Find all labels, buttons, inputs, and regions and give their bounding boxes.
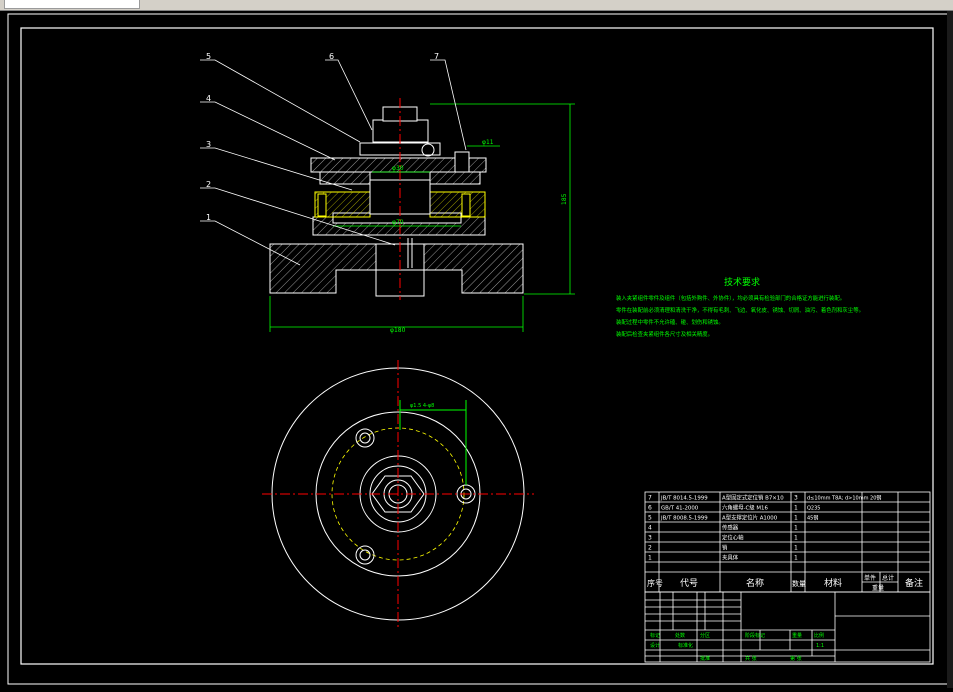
balloon-3: 3: [206, 140, 211, 149]
title-bar: [0, 0, 953, 11]
tech-req-line-4: 装配后检查夹紧组件各尺寸及相关精度。: [616, 330, 713, 338]
tb-count: 处数: [675, 632, 685, 639]
balloon-1: 1: [206, 213, 211, 222]
balloon-6: 6: [329, 52, 334, 61]
tb-weight: 重量: [792, 632, 802, 639]
bom-cell-seq: 3: [648, 535, 652, 542]
bom-cell-seq: 7: [648, 495, 652, 502]
tb-approve: 批准: [700, 655, 710, 662]
tech-req-title: 技术要求: [724, 276, 760, 288]
hdr-seq: 序号: [647, 578, 663, 588]
bom-cell-seq: 2: [648, 545, 652, 552]
drawing-canvas[interactable]: 185 φ180 φ11 φ30 φ70 5 4 3 2 1 6 7: [0, 11, 953, 688]
bom-rows: 7 JB/T 8014.5-1999 A型固定式定位销 B7×10 3 d≤10mm T…: [648, 494, 881, 562]
bom-cell-name: 六角螺母-C级 M16: [722, 504, 768, 512]
hdr-name: 名称: [746, 577, 764, 589]
balloon-2: 2: [206, 180, 211, 189]
dim-base-dia: φ180: [390, 327, 406, 334]
bom-cell-mat: 45钢: [807, 515, 818, 522]
balloon-4: 4: [206, 94, 211, 103]
tb-design: 设计: [650, 642, 660, 649]
bom-cell-qty: 1: [794, 545, 798, 552]
dim-pin: φ11: [482, 139, 494, 146]
bom-cell-seq: 5: [648, 515, 652, 522]
hdr-total: 总计: [882, 574, 894, 582]
bom-cell-seq: 1: [648, 555, 652, 562]
tb-zone: 分区: [700, 632, 710, 639]
hdr-code: 代号: [680, 578, 698, 589]
bom-cell-code: JB/T 8008.5-1999: [660, 516, 708, 522]
tech-req-line-2: 零件在装配前必须清理和清洗干净，不得有毛刺、飞边、氧化皮、锈蚀、切屑、油污、着色…: [616, 306, 864, 314]
technical-requirements: 技术要求 装入夹紧组件零件及组件（包括外购件、外协件），均必须具有检验部门的合格…: [616, 276, 864, 338]
bom-cell-name: 销: [722, 544, 728, 552]
balloon-7: 7: [434, 52, 439, 61]
bom-cell-qty: 1: [794, 535, 798, 542]
bom-cell-qty: 1: [794, 505, 798, 512]
tb-scale: 比例: [814, 632, 824, 639]
bom-cell-qty: 1: [794, 515, 798, 522]
inner-frame: [20, 27, 934, 665]
bom-cell-name: 传感器: [722, 524, 739, 532]
section-view: [269, 98, 524, 300]
cad-drawing: 185 φ180 φ11 φ30 φ70 5 4 3 2 1 6 7: [7, 13, 949, 685]
bom-cell-name: A型固定式定位销 B7×10: [722, 494, 784, 502]
bom-header: 序号 代号 名称 数量 材料 单件 总计 重量 备注: [647, 574, 923, 592]
bom-cell-name: 定位心轴: [722, 534, 744, 542]
tech-req-line-1: 装入夹紧组件零件及组件（包括外购件、外协件），均必须具有检验部门的合格证方能进行…: [616, 294, 845, 302]
hdr-qty: 数量: [792, 579, 806, 588]
tb-sheet: 第 张: [790, 655, 802, 662]
bom-cell-seq: 4: [648, 525, 652, 532]
tb-sheets: 共 张: [745, 655, 757, 662]
bom-cell-qty: 1: [794, 525, 798, 532]
hdr-unit: 单件: [864, 574, 876, 582]
balloon-5: 5: [206, 52, 211, 61]
dim-pcd: φ1.5 4-φ8: [410, 403, 434, 409]
leader-lines: [200, 59, 467, 266]
bom-cell-name: A型支撑定位片 A1000: [722, 514, 778, 522]
tb-std: 标准化: [678, 642, 693, 649]
tb-mark: 标记: [650, 632, 660, 639]
bom-cell-qty: 1: [794, 555, 798, 562]
bom-cell-name: 夹具体: [722, 554, 739, 562]
vertical-scrollbar[interactable]: [947, 11, 953, 688]
tech-req-line-3: 装配过程中零件不允许磕、碰、划伤和锈蚀。: [616, 318, 724, 326]
bom-cell-code: GB/T 41-2000: [661, 506, 699, 512]
tb-stage: 阶段标记: [745, 632, 765, 639]
bom-cell-seq: 6: [648, 505, 652, 512]
hdr-weight: 重量: [872, 584, 884, 592]
bom-cell-mat: d≤10mm T8A; d>10mm 20钢: [807, 495, 881, 502]
bom-table: [644, 491, 931, 593]
bom-cell-qty: 3: [794, 495, 798, 502]
title-block-text: 标记 处数 分区 设计 标准化 阶段标记 重量 比例 1:1 共 张 第 张 批…: [650, 632, 824, 662]
top-view: [262, 360, 534, 630]
document-tab[interactable]: [4, 0, 140, 9]
title-block: [644, 591, 931, 663]
outer-frame: [7, 13, 949, 685]
dim-inner2: φ70: [392, 219, 404, 226]
dimension-lines: [269, 103, 575, 332]
bom-cell-code: JB/T 8014.5-1999: [660, 496, 708, 502]
dim-inner1: φ30: [392, 165, 404, 172]
hdr-mat: 材料: [824, 577, 842, 589]
bom-cell-mat: Q235: [807, 506, 820, 512]
tb-scale-val: 1:1: [816, 643, 824, 649]
hdr-remark: 备注: [905, 577, 923, 589]
dim-height: 185: [561, 193, 568, 205]
